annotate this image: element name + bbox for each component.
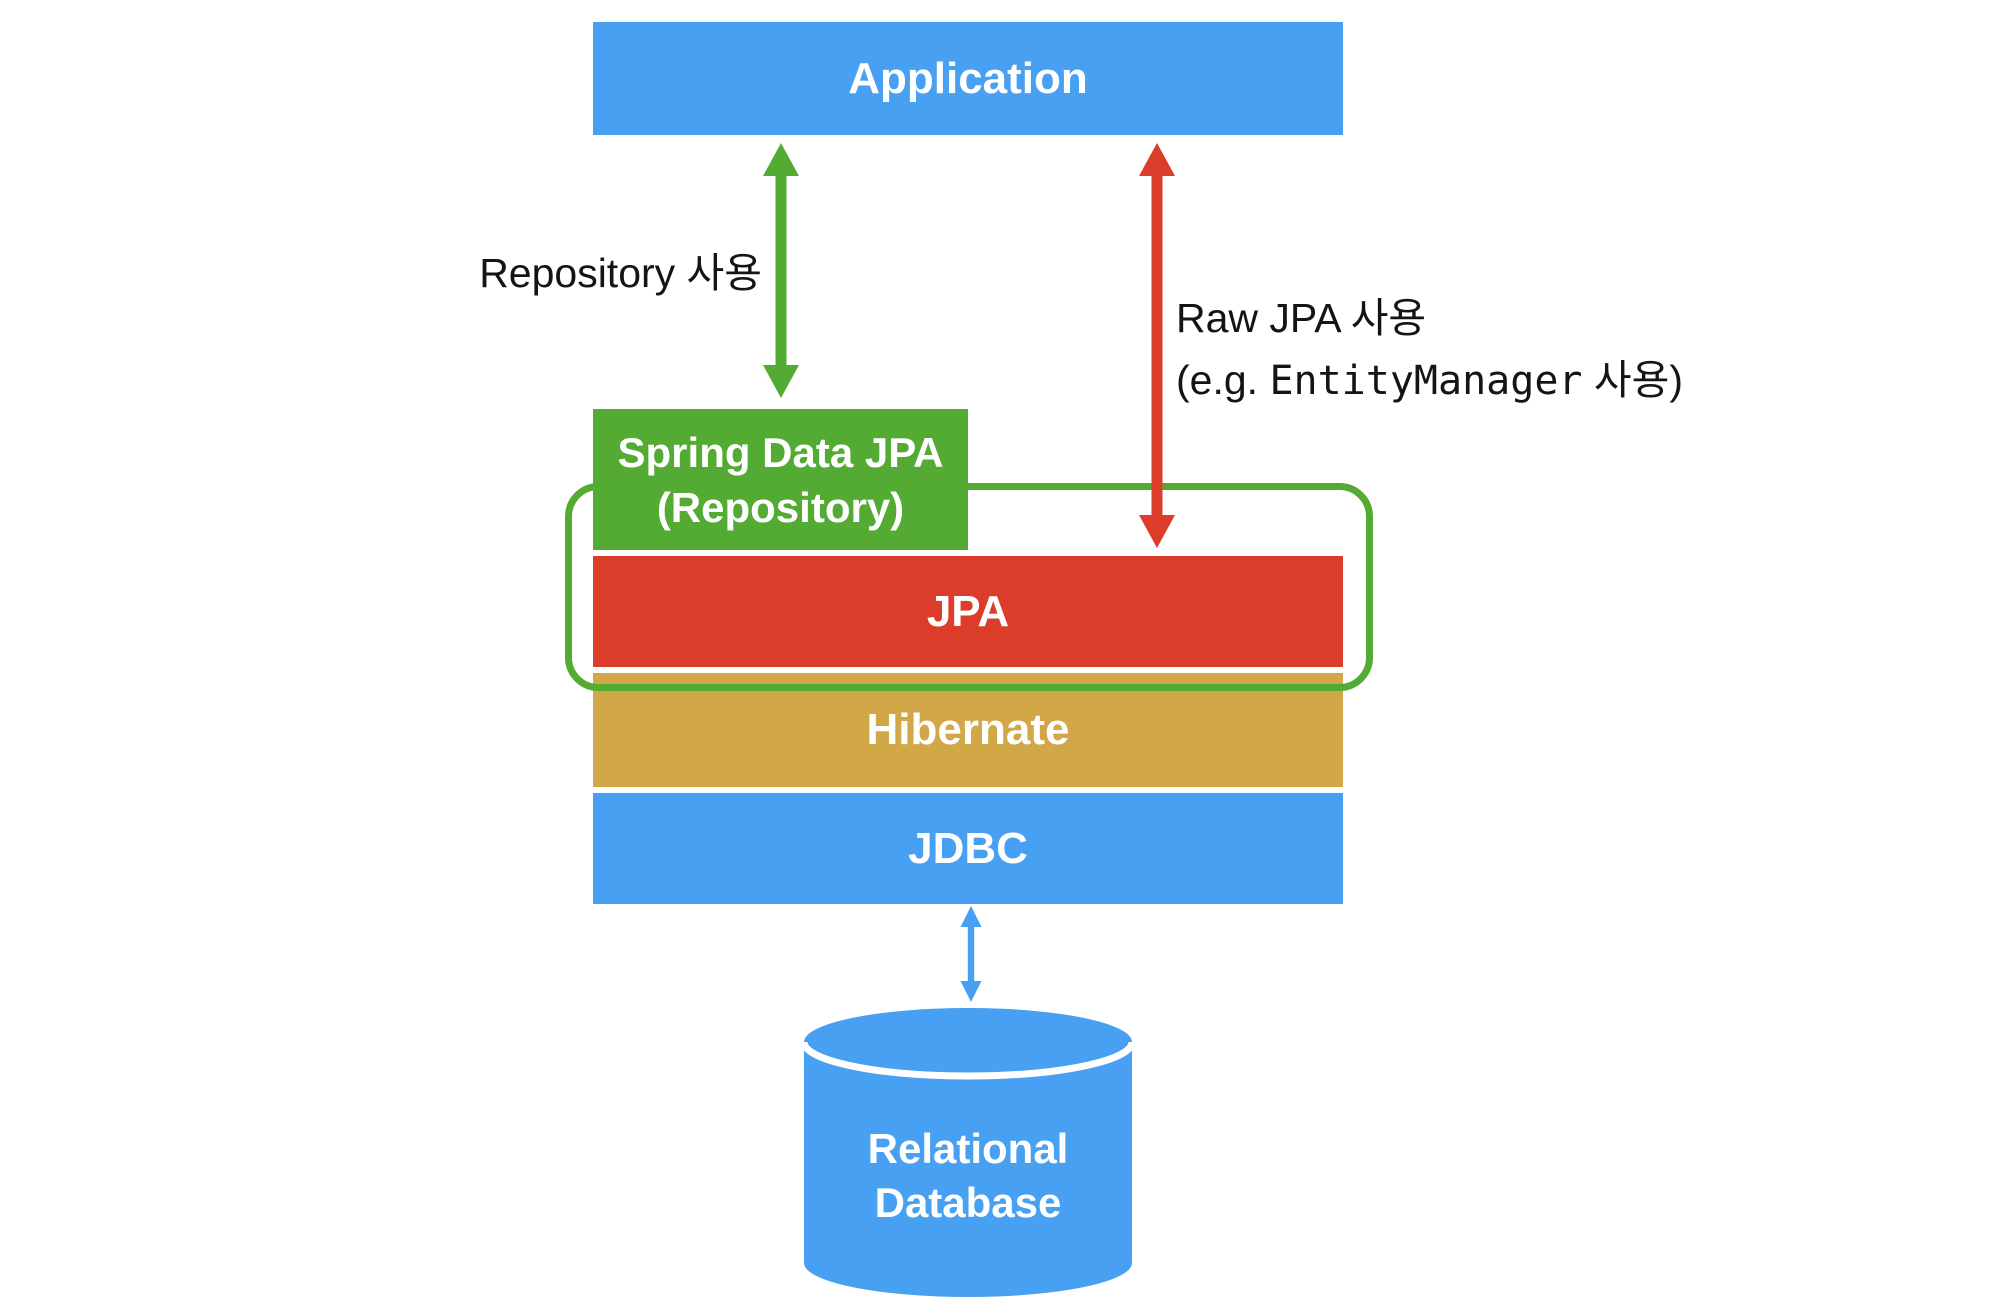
repository-usage-label: Repository 사용 xyxy=(479,250,762,296)
raw-jpa-usage-label-line2: (e.g. EntityManager 사용) xyxy=(1176,349,1683,412)
raw-jpa-usage-label: Raw JPA 사용 (e.g. EntityManager 사용) xyxy=(1176,287,1683,412)
node-application: Application xyxy=(593,22,1343,135)
node-relational-database-label: Relational Database xyxy=(768,1122,1168,1230)
node-jdbc: JDBC xyxy=(593,793,1343,904)
raw-jpa-usage-label-line1: Raw JPA 사용 xyxy=(1176,295,1427,341)
node-hibernate-label: Hibernate xyxy=(866,705,1070,754)
raw-jpa-usage-label-line2-suffix: 사용) xyxy=(1582,357,1683,403)
node-spring-data-jpa: Spring Data JPA (Repository) xyxy=(593,409,968,550)
node-application-label: Application xyxy=(848,53,1088,103)
raw-jpa-usage-label-line2-prefix: (e.g. xyxy=(1176,357,1270,403)
node-hibernate: Hibernate xyxy=(593,673,1343,787)
node-jpa: JPA xyxy=(593,556,1343,667)
node-relational-database-line2: Database xyxy=(874,1179,1062,1226)
node-relational-database-line1: Relational xyxy=(867,1125,1069,1172)
jdbc-database-arrow xyxy=(960,906,982,1002)
raw-jpa-usage-arrow xyxy=(1139,143,1175,548)
raw-jpa-usage-label-line2-code: EntityManager xyxy=(1269,358,1583,404)
node-spring-data-jpa-label-line2: (Repository) xyxy=(656,483,905,531)
node-jpa-label: JPA xyxy=(926,586,1010,636)
node-jdbc-label: JDBC xyxy=(908,823,1028,873)
repository-usage-arrow xyxy=(763,143,799,398)
node-spring-data-jpa-label-line1: Spring Data JPA xyxy=(617,428,944,476)
